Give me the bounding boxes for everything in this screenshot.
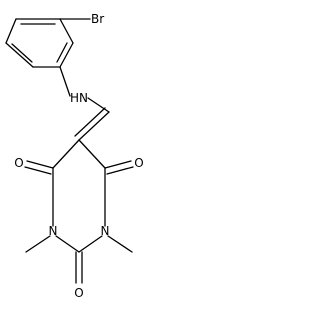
c6-o-double-b bbox=[106, 166, 134, 175]
exocyclic-double-bond-a bbox=[78, 111, 110, 141]
ring-bond-5 bbox=[5, 42, 34, 68]
ring-bond-2 bbox=[59, 18, 74, 44]
ring2-c5-c6 bbox=[78, 139, 106, 169]
nitrogen-right-label: N bbox=[101, 224, 110, 238]
atom-label-layer: Br HN O O N N O bbox=[14, 12, 143, 300]
ring-bond-3-inner bbox=[56, 42, 68, 63]
c4-o-double-b bbox=[24, 166, 52, 175]
amine-nh-label: HN bbox=[70, 91, 88, 105]
n3-methyl-bond bbox=[25, 235, 51, 253]
ring2-n3-c2 bbox=[55, 235, 80, 253]
n1-methyl-bond bbox=[107, 235, 133, 253]
c6-o-double-a bbox=[104, 160, 132, 169]
ring2-c5-c4 bbox=[52, 139, 80, 169]
c-n-bond bbox=[59, 66, 71, 97]
bromine-atom-label: Br bbox=[91, 12, 104, 26]
oxygen-bottom-label: O bbox=[74, 286, 83, 300]
bond-layer bbox=[5, 18, 134, 284]
chemical-structure-diagram: Br HN O O N N O bbox=[5, 12, 144, 300]
ring-bond-6 bbox=[5, 18, 17, 44]
oxygen-right-label: O bbox=[134, 156, 143, 170]
ring-bond-3 bbox=[59, 42, 74, 68]
exocyclic-double-bond-b bbox=[74, 107, 106, 137]
c4-o-double-a bbox=[26, 160, 54, 169]
nitrogen-left-label: N bbox=[49, 224, 58, 238]
oxygen-left-label: O bbox=[14, 156, 23, 170]
ring2-n1-c2 bbox=[78, 235, 103, 253]
n-ch-bond bbox=[87, 97, 110, 113]
ring-bond-5-inner bbox=[11, 43, 33, 63]
